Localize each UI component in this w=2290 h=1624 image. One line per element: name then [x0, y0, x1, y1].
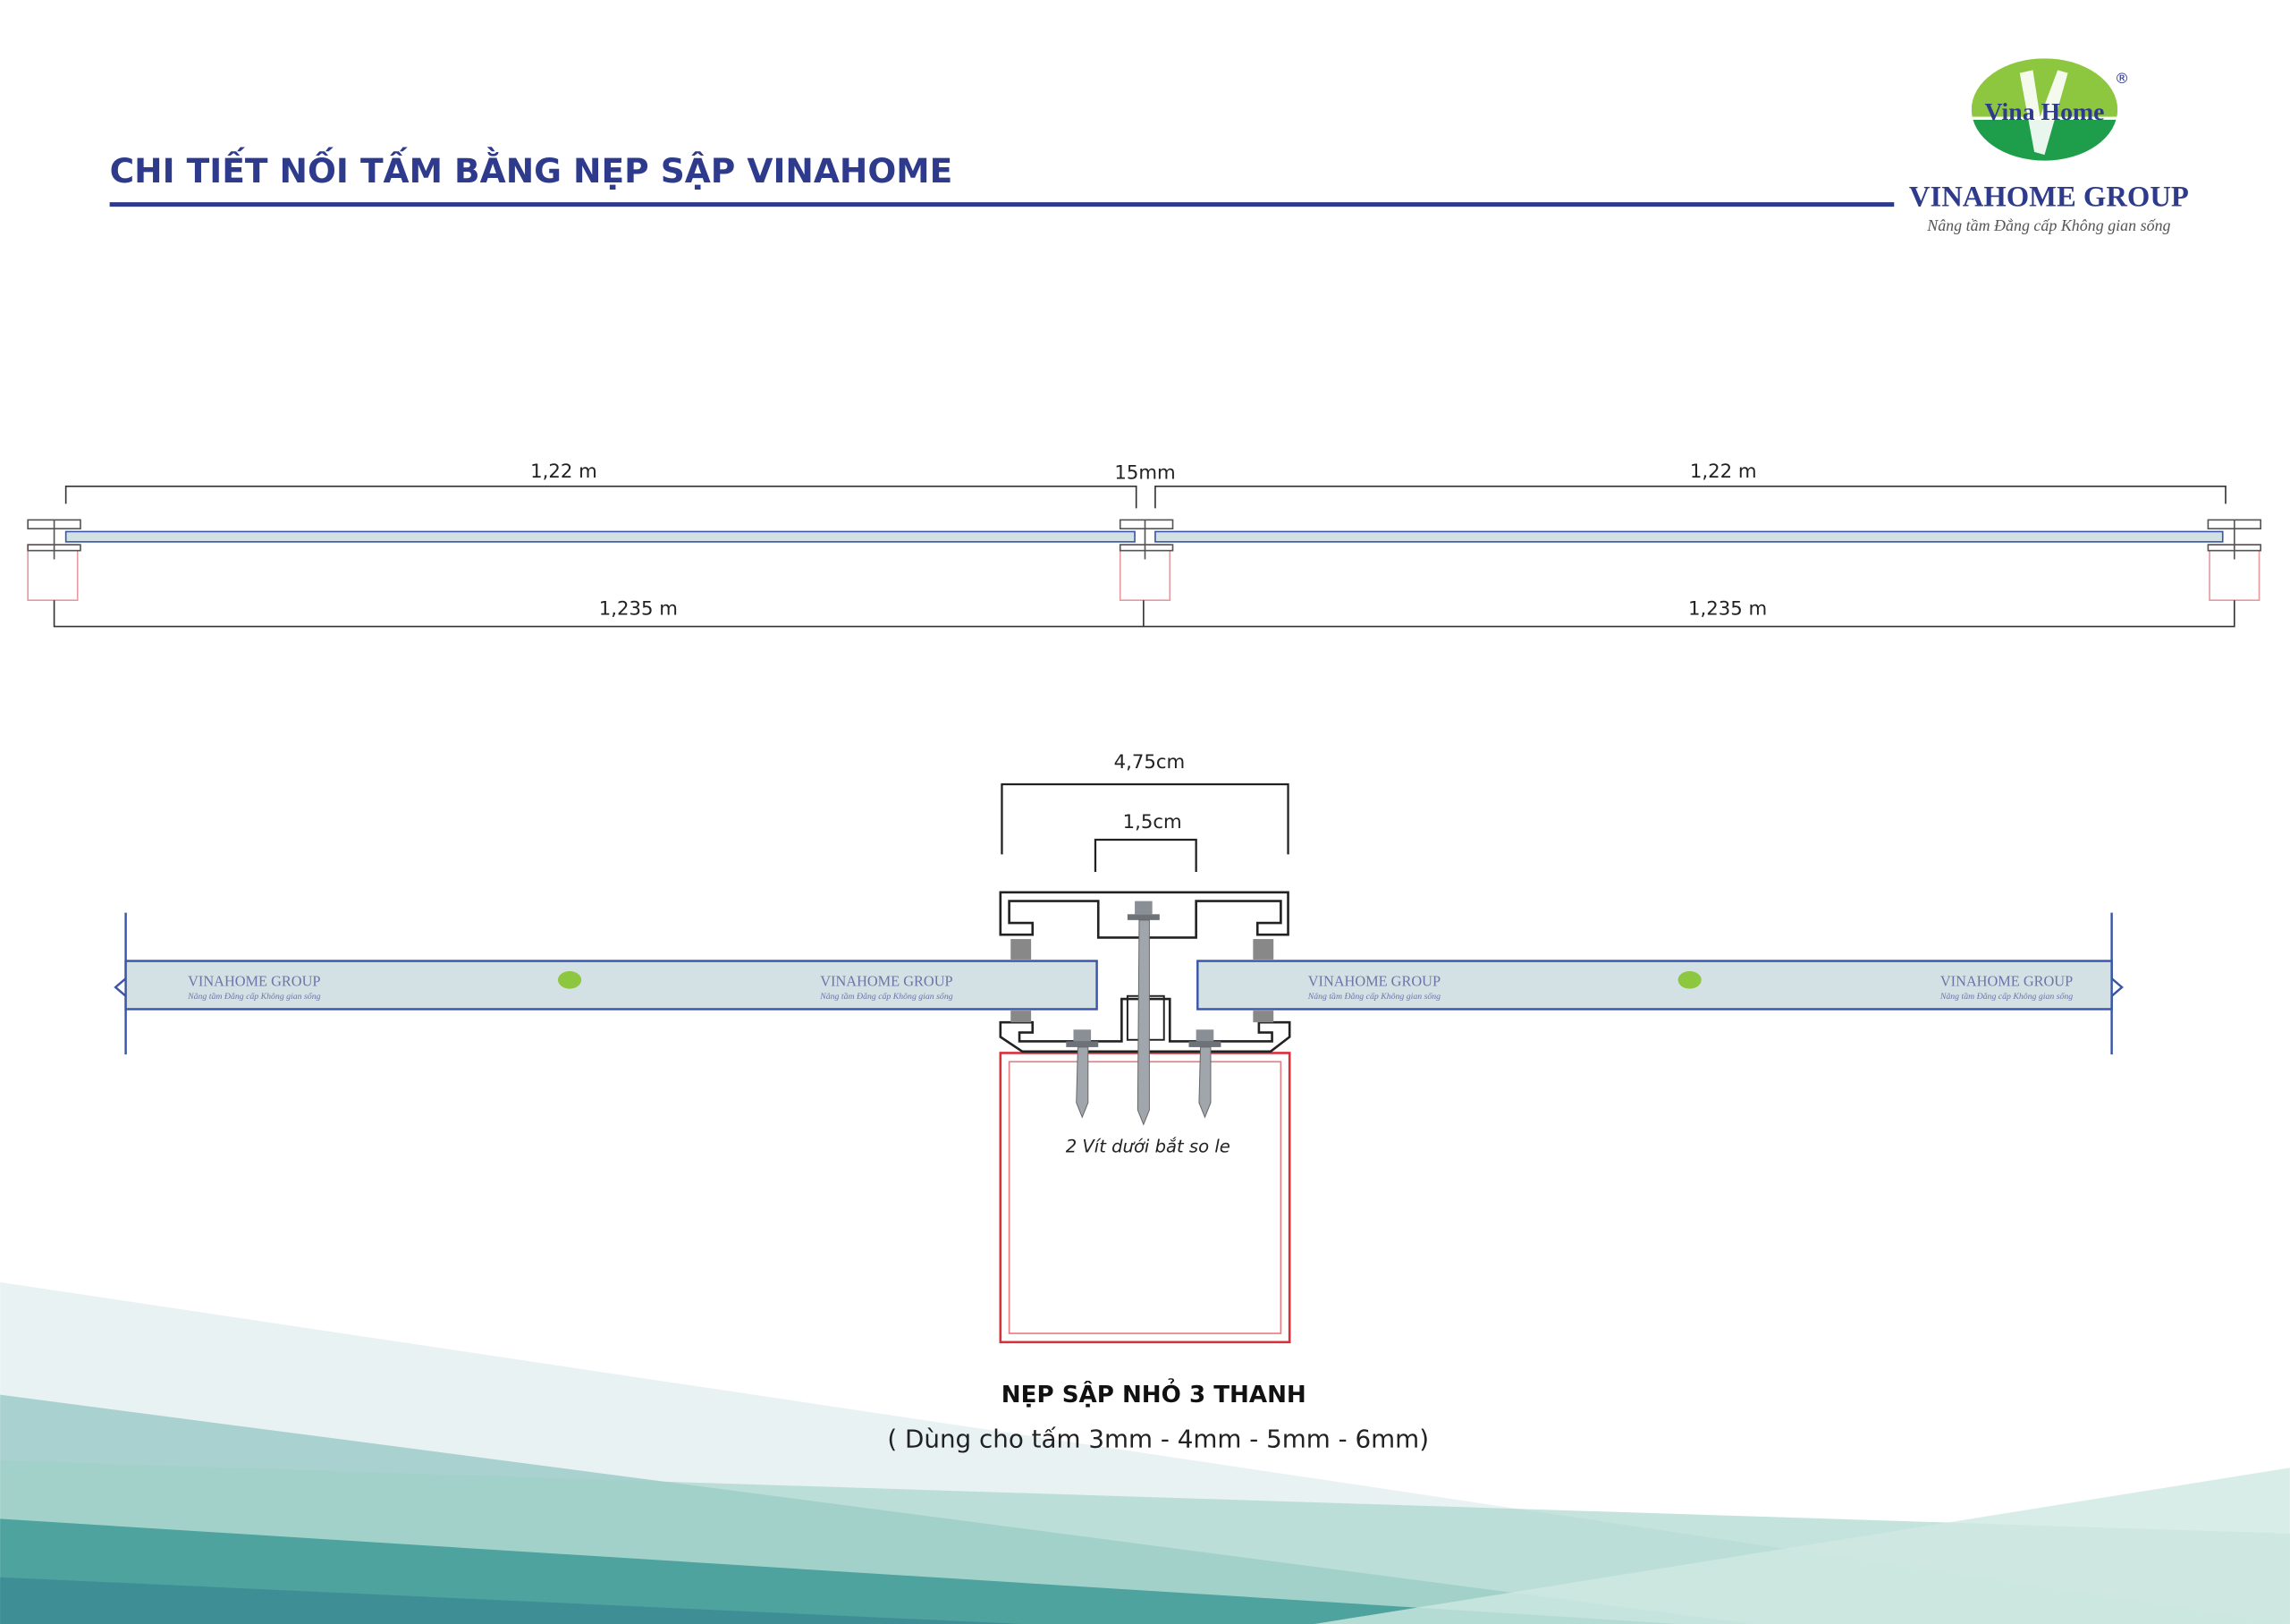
logo-tagline: Nâng tầm Đẳng cấp Không gian sống [1926, 216, 2170, 234]
dim-inner-width: 1,5cm [1123, 811, 1182, 833]
mini-profiles [27, 519, 2261, 560]
detail-panel-left [124, 960, 1098, 1011]
panel-print-brand: VINAHOME GROUP [820, 972, 952, 989]
screws [1066, 901, 1221, 1126]
panel-print-brand: VINAHOME GROUP [188, 972, 320, 989]
caption-title: NẸP SẬP NHỎ 3 THANH [1001, 1376, 1306, 1408]
purlin-left [27, 544, 79, 602]
page-title: CHI TIẾT NỐI TẤM BẰNG NẸP SẬP VINAHOME [110, 147, 953, 190]
panel-right [1154, 530, 2224, 543]
panel-left [64, 530, 1136, 543]
caption-subtitle: ( Dùng cho tấm 3mm - 4mm - 5mm - 6mm) [887, 1424, 1429, 1453]
overview-drawing: 1,22 m 15mm 1,22 m 1,235 m 1,235 m [27, 461, 2261, 628]
panel-print-tagline: Nâng tầm Đẳng cấp Không gian sống [1939, 992, 2073, 1002]
detail-drawing: 4,75cm 1,5cm VINAHOME GROUP Nâng tầm Đẳn… [114, 751, 2124, 1344]
panel-print-tagline: Nâng tầm Đẳng cấp Không gian sống [819, 992, 952, 1002]
panel-print-tagline: Nâng tầm Đẳng cấp Không gian sống [187, 992, 320, 1002]
screw-icon [1127, 901, 1160, 1126]
dim-outer-width: 4,75cm [1114, 751, 1186, 774]
logo-mark-text: Vina Home [1985, 98, 2105, 126]
dim-panel-left: 1,22 m [530, 461, 597, 483]
panel-print-brand: VINAHOME GROUP [1940, 972, 2073, 989]
break-line-left [114, 912, 127, 1055]
dim-span-right: 1,235 m [1688, 598, 1767, 621]
panel-mini-logo [557, 971, 1702, 989]
detail-panel-right [1196, 960, 2113, 1011]
screw-note: 2 Vít dưới bắt so le [1066, 1137, 1230, 1157]
registered-mark: ® [2115, 70, 2129, 87]
panel-print-brand: VINAHOME GROUP [1308, 972, 1441, 989]
screw-icon [1188, 1029, 1221, 1119]
dim-gap: 15mm [1114, 462, 1175, 485]
screw-icon [1066, 1029, 1099, 1119]
dim-panel-right: 1,22 m [1690, 461, 1757, 483]
panel-print-tagline: Nâng tầm Đẳng cấp Không gian sống [1307, 992, 1441, 1002]
logo-brand: VINAHOME GROUP [1909, 181, 2189, 213]
break-line-right [2110, 912, 2124, 1055]
background-waves [0, 1281, 2290, 1624]
vinahome-logo: Vina Home ® VINAHOME GROUP Nâng tầm Đẳng… [1909, 58, 2189, 234]
dim-span-left: 1,235 m [599, 598, 678, 621]
